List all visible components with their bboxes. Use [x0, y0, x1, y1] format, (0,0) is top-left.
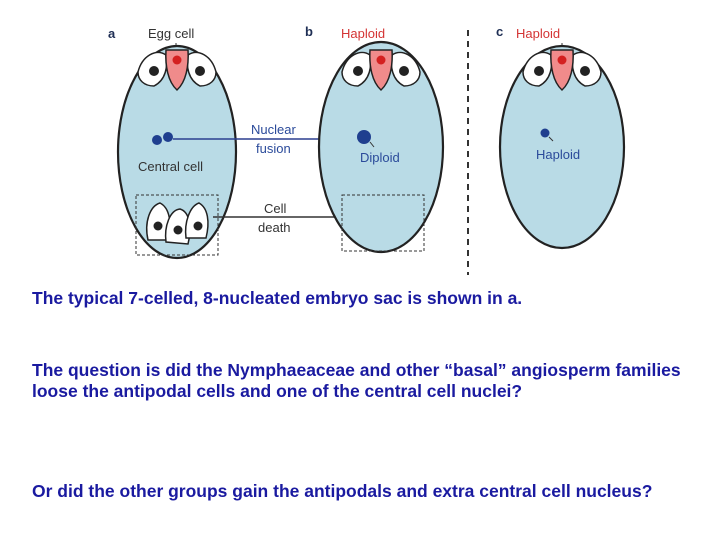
panel-label-b: b [305, 24, 313, 39]
egg-cell-a [165, 49, 189, 92]
caption-line-1: The typical 7-celled, 8-nucleated embryo… [32, 288, 523, 308]
caption-paragraph-2: The question is did the Nymphaeaceae and… [32, 360, 681, 401]
nuclear-fusion-label-line2: fusion [256, 141, 291, 156]
panel-b: b Haploid Diploid [305, 24, 445, 254]
antipodal-cell [184, 202, 209, 239]
antipodal-box-a [135, 194, 219, 256]
polar-nucleus [152, 135, 162, 145]
egg-nucleus [376, 55, 386, 65]
egg-cell-label: Egg cell [148, 26, 194, 41]
synergid-nucleus [149, 66, 159, 76]
central-cell-label: Central cell [138, 159, 203, 174]
haploid-nucleus-leader [548, 136, 554, 142]
haploid-nucleus-label: Haploid [536, 147, 580, 162]
antipodal-box-b [341, 194, 425, 252]
haploid-label-b: Haploid [341, 26, 385, 41]
nuclear-fusion-label-line1: Nuclear [251, 122, 296, 137]
haploid-nucleus [540, 128, 550, 138]
antipodal-nucleus [193, 221, 203, 231]
panel-a: a Egg cell Central cell [108, 26, 238, 260]
synergid-nucleus [399, 66, 409, 76]
cell-death-label-line2: death [258, 220, 291, 235]
egg-nucleus [557, 55, 567, 65]
diploid-nucleus [357, 130, 371, 144]
synergid-nucleus [353, 66, 363, 76]
haploid-label-c: Haploid [516, 26, 560, 41]
egg-cell-c [550, 49, 574, 92]
egg-cell-b [369, 49, 393, 92]
antipodal-nucleus [153, 221, 163, 231]
caption-paragraph-3: Or did the other groups gain the antipod… [32, 481, 653, 501]
panel-label-c: c [496, 24, 503, 39]
synergid-nucleus [534, 66, 544, 76]
cell-death-label-line1: Cell [264, 201, 287, 216]
embryo-sac-diagram: a Egg cell Central cell Nuclear fusion C… [108, 24, 626, 275]
diploid-leader [369, 141, 375, 148]
embryo-sac-c [498, 44, 626, 250]
embryo-sac-a [116, 44, 238, 260]
synergid-nucleus [195, 66, 205, 76]
diploid-label: Diploid [360, 150, 400, 165]
embryo-sac-b [317, 40, 445, 254]
polar-nucleus [163, 132, 173, 142]
synergid-nucleus [580, 66, 590, 76]
panel-label-a: a [108, 26, 116, 41]
panel-c: c Haploid Haploid [496, 24, 626, 250]
egg-nucleus [172, 55, 182, 65]
antipodal-nucleus [173, 225, 183, 235]
